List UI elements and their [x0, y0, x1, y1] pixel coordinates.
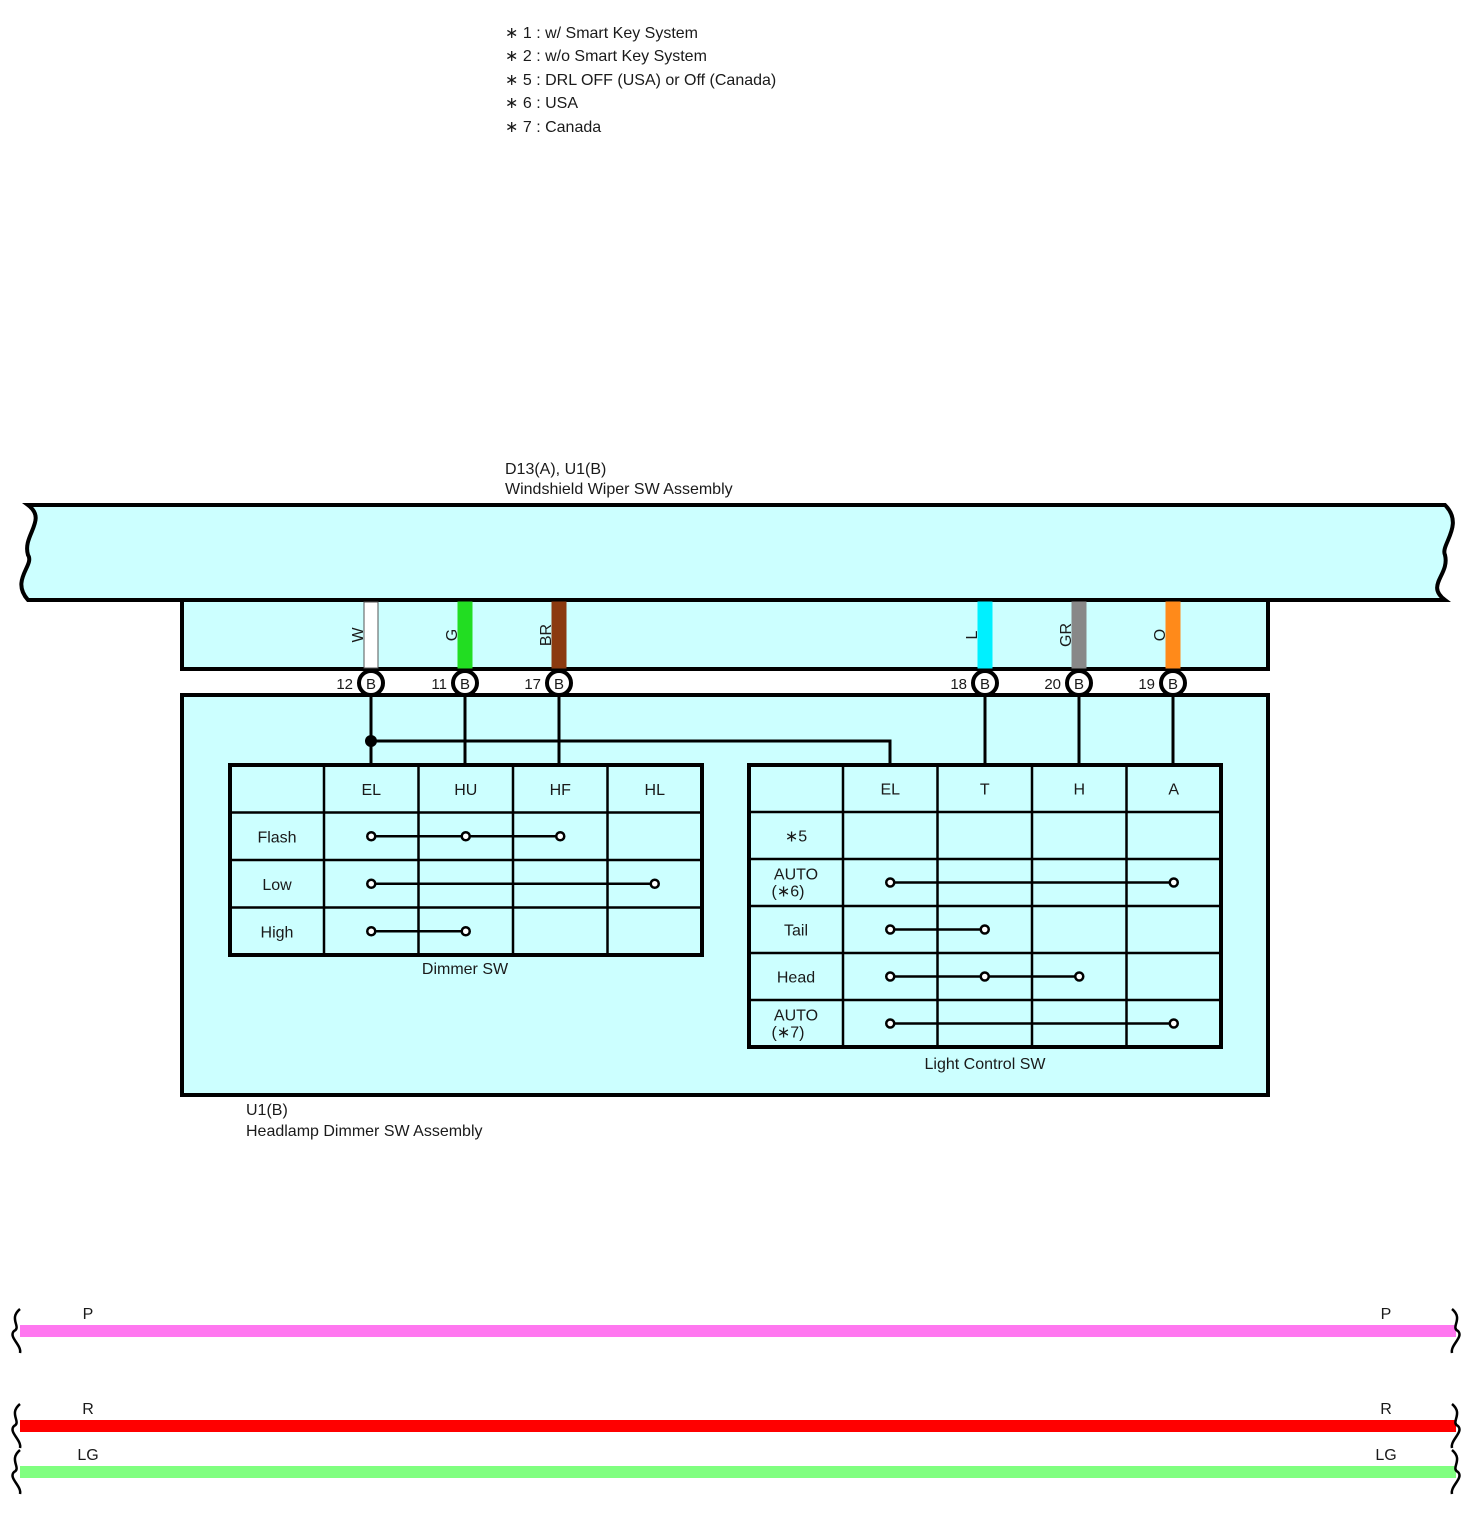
- dimmer-sw-terminal-dot: [366, 831, 377, 842]
- wire-color-label: L: [964, 630, 981, 639]
- bus-label-left: P: [83, 1306, 94, 1323]
- dimmer-sw-terminal-dot: [555, 831, 566, 842]
- light-sw-terminal-dot: [979, 924, 990, 935]
- wiper-assembly-code: D13(A), U1(B): [505, 461, 606, 478]
- dimmer-sw-terminal-dot: [460, 831, 471, 842]
- light-sw-row-label: AUTO: [774, 1008, 818, 1025]
- wiper-assembly-name: Windshield Wiper SW Assembly: [505, 481, 733, 498]
- wire-g: [457, 601, 473, 669]
- note-1: ∗ 1 : w/ Smart Key System: [505, 25, 698, 42]
- wire-color-label: G: [444, 629, 461, 641]
- wire-br: [551, 601, 567, 669]
- light-sw-terminal-dot: [1168, 877, 1179, 888]
- light-sw-row-label: AUTO: [774, 867, 818, 884]
- wire-gr: [1071, 601, 1087, 669]
- dimmer-sw-row-label: Flash: [257, 829, 296, 846]
- pin-number: 17: [524, 676, 541, 693]
- light-sw-terminal-dot: [885, 924, 896, 935]
- bus-label-left: R: [82, 1401, 94, 1418]
- bus-label-left: LG: [77, 1447, 98, 1464]
- break-mark-left: [11, 1403, 22, 1449]
- connector-letter: B: [1168, 676, 1178, 693]
- light-sw-terminal-dot: [1168, 1018, 1179, 1029]
- pin-number: 12: [336, 676, 353, 693]
- connector-letter: B: [460, 676, 470, 693]
- wire-group: W B 12 G B 11 BR B 17 L B 18 GR B 20 O B 19: [336, 601, 1187, 697]
- light-sw-row-label: ∗5: [785, 829, 807, 846]
- wiper-assembly-body: [19, 503, 1455, 602]
- break-mark-right: [1450, 1403, 1461, 1449]
- wiper-connector-region: [180, 598, 1270, 671]
- dimmer-sw-terminal-dot: [366, 878, 377, 889]
- dimmer-sw-column-header: EL: [361, 782, 381, 799]
- connector-letter: B: [1074, 676, 1084, 693]
- light-sw-row-sublabel: (∗6): [772, 884, 805, 901]
- light-sw-terminal-dot: [1074, 971, 1085, 982]
- note-6: ∗ 6 : USA: [505, 95, 578, 112]
- note-5: ∗ 5 : DRL OFF (USA) or Off (Canada): [505, 72, 776, 89]
- break-mark-left: [11, 1449, 22, 1495]
- dimmer-sw-row-label: High: [261, 924, 294, 941]
- wire-color-label: GR: [1058, 623, 1075, 647]
- light-control-sw-title: Light Control SW: [925, 1056, 1047, 1073]
- light-sw-terminal-dot: [885, 877, 896, 888]
- break-mark-right: [1450, 1308, 1461, 1354]
- light-sw-terminal-dot: [979, 971, 990, 982]
- wire-color-label: BR: [538, 624, 555, 646]
- note-7: ∗ 7 : Canada: [505, 119, 601, 136]
- footnotes: ∗ 1 : w/ Smart Key System ∗ 2 : w/o Smar…: [505, 25, 776, 136]
- pin-number: 11: [431, 676, 447, 693]
- break-mark-left: [11, 1308, 22, 1354]
- junction-dot: [365, 735, 377, 747]
- pin-number: 18: [950, 676, 967, 693]
- connector-letter: B: [366, 676, 376, 693]
- bus-label-right: R: [1380, 1401, 1392, 1418]
- dimmer-sw-row-label: Low: [262, 877, 292, 894]
- bus-group: P P R R LG LG: [11, 1306, 1461, 1495]
- dimmer-sw-title: Dimmer SW: [422, 961, 509, 978]
- bus-label-right: P: [1381, 1306, 1392, 1323]
- dimmer-sw-column-header: HL: [645, 782, 666, 799]
- wire-color-label: W: [350, 627, 367, 643]
- light-sw-row-label: Tail: [784, 923, 808, 940]
- light-sw-terminal-dot: [885, 971, 896, 982]
- dimmer-sw-terminal-dot: [649, 878, 660, 889]
- pin-number: 20: [1044, 676, 1061, 693]
- light-sw-row-label: Head: [777, 970, 815, 987]
- light-sw-column-header: H: [1073, 782, 1085, 799]
- dimmer-assembly-body: [180, 693, 1270, 1097]
- connector-letter: B: [980, 676, 990, 693]
- light-sw-terminal-dot: [885, 1018, 896, 1029]
- dimmer-sw-column-header: HF: [550, 782, 572, 799]
- light-sw-column-header: EL: [880, 782, 900, 799]
- wire-w: [363, 601, 379, 669]
- dimmer-sw-column-header: HU: [454, 782, 477, 799]
- light-sw-column-header: T: [980, 782, 990, 799]
- pin-number: 19: [1138, 676, 1155, 693]
- dimmer-sw-terminal-dot: [366, 926, 377, 937]
- light-sw-row-sublabel: (∗7): [772, 1025, 805, 1042]
- wire-color-label: O: [1152, 629, 1169, 641]
- light-sw-column-header: A: [1168, 782, 1179, 799]
- internal-wiring: [369, 695, 1175, 765]
- wire-l: [977, 601, 993, 669]
- note-2: ∗ 2 : w/o Smart Key System: [505, 48, 707, 65]
- break-mark-right: [1450, 1449, 1461, 1495]
- dimmer-assembly-code: U1(B): [246, 1102, 288, 1119]
- dimmer-assembly-name: Headlamp Dimmer SW Assembly: [246, 1123, 483, 1140]
- dimmer-sw-terminal-dot: [460, 926, 471, 937]
- wire-o: [1165, 601, 1181, 669]
- connector-letter: B: [554, 676, 564, 693]
- bus-label-right: LG: [1375, 1447, 1396, 1464]
